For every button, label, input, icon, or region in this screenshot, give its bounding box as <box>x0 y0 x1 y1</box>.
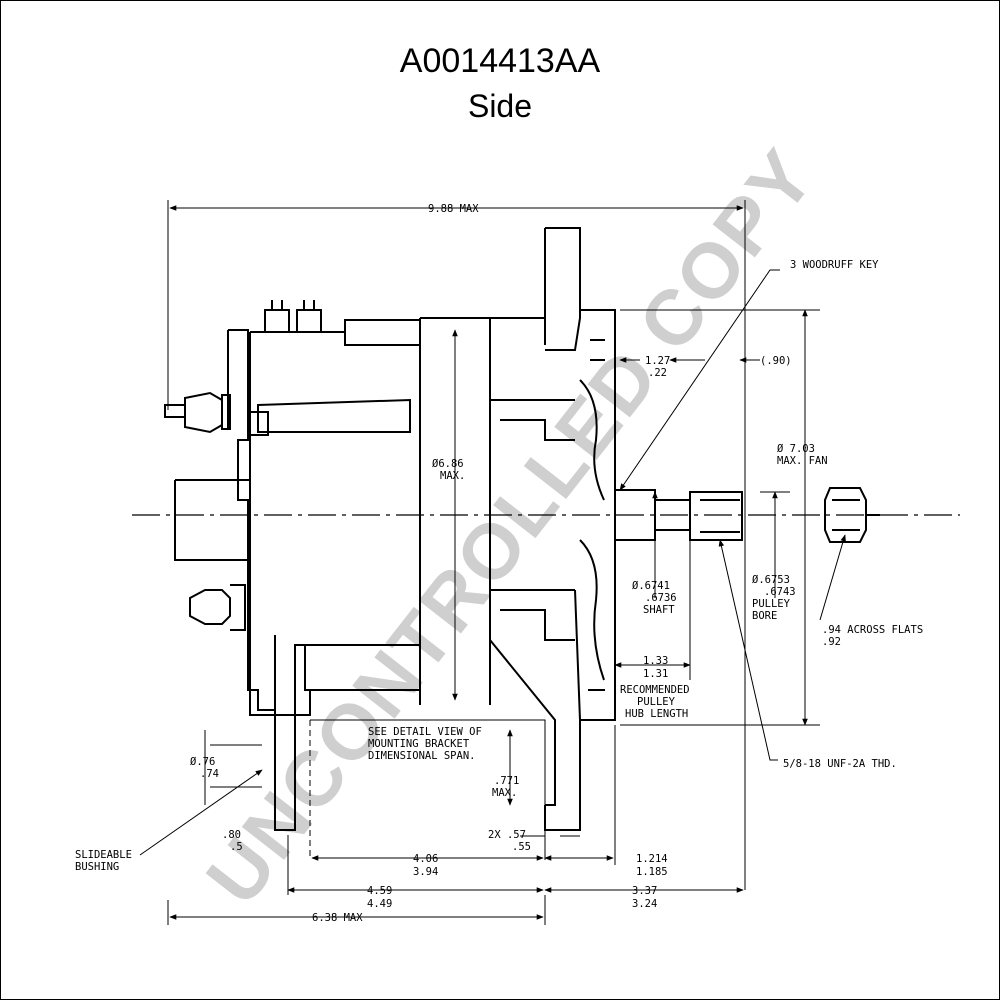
fan-offset-label: (.90) <box>760 355 792 367</box>
shaft-diameter-label-3: SHAFT <box>643 604 675 616</box>
across-flats-label-2: .92 <box>822 636 841 648</box>
shaft-diameter-label-1: Ø.6741 <box>632 580 670 592</box>
overall-length-label: 9.88 MAX <box>428 203 479 215</box>
woodruff-key-label: 3 WOODRUFF KEY <box>790 259 879 271</box>
bracket-note-3: DIMENSIONAL SPAN. <box>368 750 475 762</box>
across-flats-label-1: .94 ACROSS FLATS <box>822 624 923 636</box>
bushing-diameter-bottom-label: .74 <box>200 768 219 780</box>
bushing-label-1: SLIDEABLE <box>75 849 132 861</box>
view-subtitle: Side <box>467 88 533 124</box>
bore-diameter-label-2: .6743 <box>764 586 796 598</box>
bore-diameter-label-1: Ø.6753 <box>752 574 790 586</box>
hub-length-bottom-label: 1.31 <box>643 668 668 680</box>
hub-length-top-label: 1.33 <box>643 655 668 667</box>
span-337-top-label: 3.37 <box>632 885 657 897</box>
bore-diameter-label-3: PULLEY <box>752 598 791 610</box>
bracket-note-1: SEE DETAIL VIEW OF <box>368 726 482 738</box>
body-diameter-label-2: MAX. <box>440 470 465 482</box>
alternator-housing <box>164 227 880 831</box>
bracket-thickness-label-2: .55 <box>512 841 531 853</box>
bushing-width-top-label: .80 <box>222 829 241 841</box>
span-459-bottom-label: 4.49 <box>367 898 392 910</box>
shaft-diameter-label-2: .6736 <box>645 592 677 604</box>
span-459-top-label: 4.59 <box>367 885 392 897</box>
fan-gap-top-label: 1.27 <box>645 355 670 367</box>
bracket-height-label-2: MAX. <box>492 787 517 799</box>
bracket-thickness-label-1: 2X .57 <box>488 829 526 841</box>
thread-label: 5/8-18 UNF-2A THD. <box>783 758 897 770</box>
dimension-lines <box>139 200 846 925</box>
fan-diameter-label-2: MAX. FAN <box>777 455 828 467</box>
part-number-title: A0014413AA <box>399 42 601 80</box>
bracket-note-2: MOUNTING BRACKET <box>368 738 470 750</box>
span-1214-top-label: 1.214 <box>636 853 668 865</box>
hub-label-2: PULLEY <box>637 696 676 708</box>
span-1214-bottom-label: 1.185 <box>636 866 668 878</box>
bushing-width-bottom-label: .5 <box>230 841 243 853</box>
dimension-labels: 9.88 MAX 3 WOODRUFF KEY 1.27 .22 (.90) Ø… <box>75 203 923 924</box>
fan-gap-bottom-label: .22 <box>648 367 667 379</box>
bushing-label-2: BUSHING <box>75 861 119 873</box>
hub-label-3: HUB LENGTH <box>625 708 688 720</box>
body-diameter-label-1: Ø6.86 <box>432 458 464 470</box>
bore-diameter-label-4: BORE <box>752 610 777 622</box>
span-406-bottom-label: 3.94 <box>413 866 438 878</box>
bracket-height-label-1: .771 <box>494 775 519 787</box>
span-337-bottom-label: 3.24 <box>632 898 657 910</box>
hub-label-1: RECOMMENDED <box>620 684 690 696</box>
fan-diameter-label-1: Ø 7.03 <box>777 443 815 455</box>
bushing-diameter-top-label: Ø.76 <box>190 756 215 768</box>
span-406-top-label: 4.06 <box>413 853 438 865</box>
overall-mount-label: 6.38 MAX <box>312 912 363 924</box>
